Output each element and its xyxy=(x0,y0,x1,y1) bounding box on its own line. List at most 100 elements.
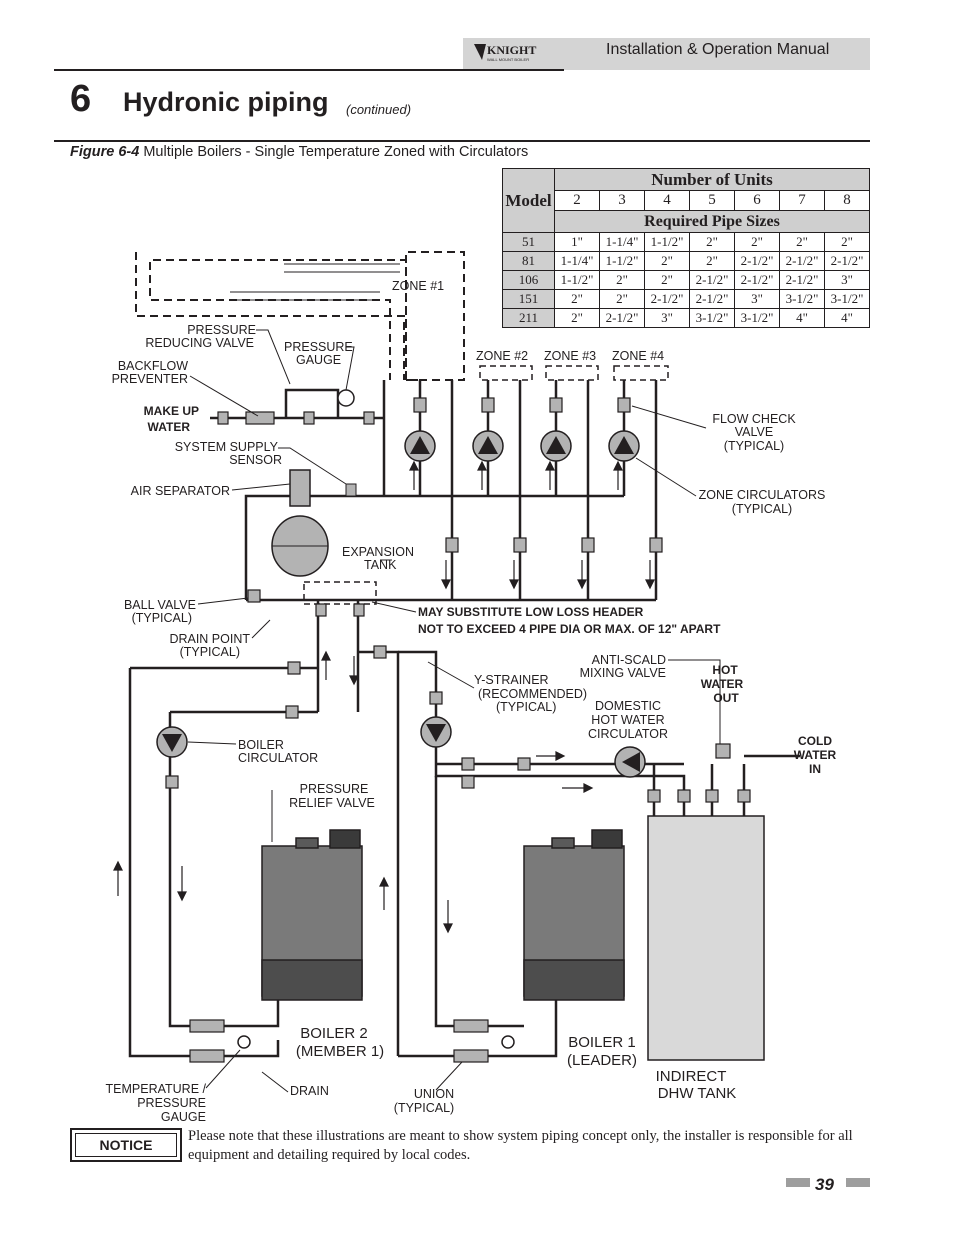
label-drain: DRAIN xyxy=(290,1084,329,1098)
label-ball-valve-1: BALL VALVE xyxy=(124,598,196,612)
label-relief-2: RELIEF VALVE xyxy=(289,796,375,810)
label-air-separator: AIR SEPARATOR xyxy=(131,484,230,498)
label-makeup-2: WATER xyxy=(148,420,191,434)
table-row: 151 2" 2" 2-1/2" 2-1/2" 3" 3-1/2" 3-1/2" xyxy=(502,289,870,309)
label-expansion-2: TANK xyxy=(364,558,397,572)
table-size-cell: 3-1/2" xyxy=(824,289,870,309)
table-size-cell: 2-1/2" xyxy=(599,308,645,328)
label-supply-sensor-2: SENSOR xyxy=(229,453,282,467)
label-zone3: ZONE #3 xyxy=(544,349,596,363)
label-supply-sensor-1: SYSTEM SUPPLY xyxy=(175,440,279,454)
label-backflow-2: PREVENTER xyxy=(112,372,188,386)
label-union-1: UNION xyxy=(414,1087,454,1101)
table-size-cell: 2" xyxy=(824,232,870,252)
knight-logo: KNIGHT WALL MOUNT BOILER xyxy=(474,43,536,62)
section-rule xyxy=(54,140,870,142)
table-model-cell: 106 xyxy=(502,270,555,290)
label-low-loss-2: NOT TO EXCEED 4 PIPE DIA OR MAX. OF 12" … xyxy=(418,622,721,636)
table-size-cell: 2" xyxy=(599,270,645,290)
section-continued: (continued) xyxy=(346,102,412,117)
label-cold-water-2: WATER xyxy=(794,748,837,762)
table-unit-cell: 8 xyxy=(824,190,870,211)
table-model-cell: 211 xyxy=(502,308,555,328)
table-size-cell: 2-1/2" xyxy=(824,251,870,271)
table-model-cell: 51 xyxy=(502,232,555,252)
table-unit-cell: 4 xyxy=(644,190,690,211)
label-expansion-1: EXPANSION xyxy=(342,545,414,559)
table-size-cell: 2" xyxy=(554,308,600,328)
table-unit-cell: 6 xyxy=(734,190,780,211)
section-title: Hydronic piping xyxy=(123,87,329,117)
table-size-cell: 2" xyxy=(644,270,690,290)
label-y-strainer-2: (RECOMMENDED) xyxy=(478,687,587,701)
label-boiler2-1: BOILER 2 xyxy=(300,1025,368,1042)
table-units-header: Number of Units xyxy=(554,168,870,191)
label-zone-circ-1: ZONE CIRCULATORS xyxy=(699,488,826,502)
label-boiler1-2: (LEADER) xyxy=(567,1052,637,1069)
label-temp-gauge-3: GAUGE xyxy=(161,1110,206,1124)
label-ball-valve-2: (TYPICAL) xyxy=(132,611,192,625)
table-size-cell: 3-1/2" xyxy=(779,289,825,309)
label-zone4: ZONE #4 xyxy=(612,349,664,363)
label-cold-water-3: IN xyxy=(809,762,821,776)
table-size-cell: 1-1/4" xyxy=(599,232,645,252)
table-row: 211 2" 2-1/2" 3" 3-1/2" 3-1/2" 4" 4" xyxy=(502,308,870,328)
label-anti-scald-2: MIXING VALVE xyxy=(580,666,666,680)
figure-label: Figure 6-4 xyxy=(70,144,140,160)
table-model-header: Model xyxy=(502,168,555,233)
label-flow-check-2: VALVE xyxy=(735,425,773,439)
table-size-cell: 2-1/2" xyxy=(689,270,735,290)
label-boiler2-2: (MEMBER 1) xyxy=(296,1043,384,1060)
label-tank-2: DHW TANK xyxy=(658,1085,737,1102)
table-unit-cell: 3 xyxy=(599,190,645,211)
label-zone-circ-2: (TYPICAL) xyxy=(732,502,792,516)
page-number-bar-right xyxy=(846,1178,870,1187)
table-size-cell: 3" xyxy=(644,308,690,328)
notice-label: NOTICE xyxy=(75,1133,177,1157)
header-rule xyxy=(54,69,564,71)
logo-brand: KNIGHT xyxy=(487,43,536,57)
logo-tagline: WALL MOUNT BOILER xyxy=(487,57,529,62)
label-flow-check-3: (TYPICAL) xyxy=(724,439,784,453)
table-size-cell: 1-1/2" xyxy=(599,251,645,271)
page-number-bar-left xyxy=(786,1178,810,1187)
table-size-cell: 3-1/2" xyxy=(734,308,780,328)
table-size-cell: 2-1/2" xyxy=(689,289,735,309)
label-pressure-reducing-2: REDUCING VALVE xyxy=(145,336,254,350)
label-low-loss-1: MAY SUBSTITUTE LOW LOSS HEADER xyxy=(418,605,644,619)
table-size-cell: 1-1/2" xyxy=(554,270,600,290)
table-size-cell: 1-1/2" xyxy=(644,232,690,252)
label-anti-scald-1: ANTI-SCALD xyxy=(592,653,666,667)
label-hot-water-3: OUT xyxy=(713,691,739,705)
table-row: 81 1-1/4" 1-1/2" 2" 2" 2-1/2" 2-1/2" 2-1… xyxy=(502,251,870,271)
table-row: 51 1" 1-1/4" 1-1/2" 2" 2" 2" 2" xyxy=(502,232,870,252)
table-size-cell: 2" xyxy=(644,251,690,271)
label-tank-1: INDIRECT xyxy=(656,1068,727,1085)
table-size-cell: 1-1/4" xyxy=(554,251,600,271)
table-size-cell: 1" xyxy=(554,232,600,252)
label-pressure-gauge-2: GAUGE xyxy=(296,353,341,367)
manual-title: Installation & Operation Manual xyxy=(606,41,830,58)
label-dhw-circ-3: CIRCULATOR xyxy=(588,727,668,741)
table-size-cell: 2-1/2" xyxy=(779,270,825,290)
label-makeup-1: MAKE UP xyxy=(144,404,199,418)
label-y-strainer-1: Y-STRAINER xyxy=(474,673,549,687)
table-size-cell: 4" xyxy=(779,308,825,328)
label-y-strainer-3: (TYPICAL) xyxy=(496,700,556,714)
table-size-cell: 2-1/2" xyxy=(644,289,690,309)
header-band xyxy=(463,38,870,70)
table-size-cell: 2" xyxy=(779,232,825,252)
table-size-cell: 3-1/2" xyxy=(689,308,735,328)
table-size-cell: 2-1/2" xyxy=(734,270,780,290)
notice-badge: NOTICE xyxy=(70,1128,182,1162)
table-size-cell: 2" xyxy=(599,289,645,309)
label-drain-point-2: (TYPICAL) xyxy=(180,645,240,659)
label-union-2: (TYPICAL) xyxy=(394,1101,454,1115)
table-size-cell: 2" xyxy=(554,289,600,309)
table-size-cell: 2" xyxy=(689,232,735,252)
pipe-size-table: Model Number of Units 2 3 4 5 6 7 8 Requ… xyxy=(502,168,870,328)
table-unit-cell: 5 xyxy=(689,190,735,211)
label-backflow-1: BACKFLOW xyxy=(118,359,188,373)
figure-caption: Figure 6-4 Multiple Boilers - Single Tem… xyxy=(70,144,528,160)
